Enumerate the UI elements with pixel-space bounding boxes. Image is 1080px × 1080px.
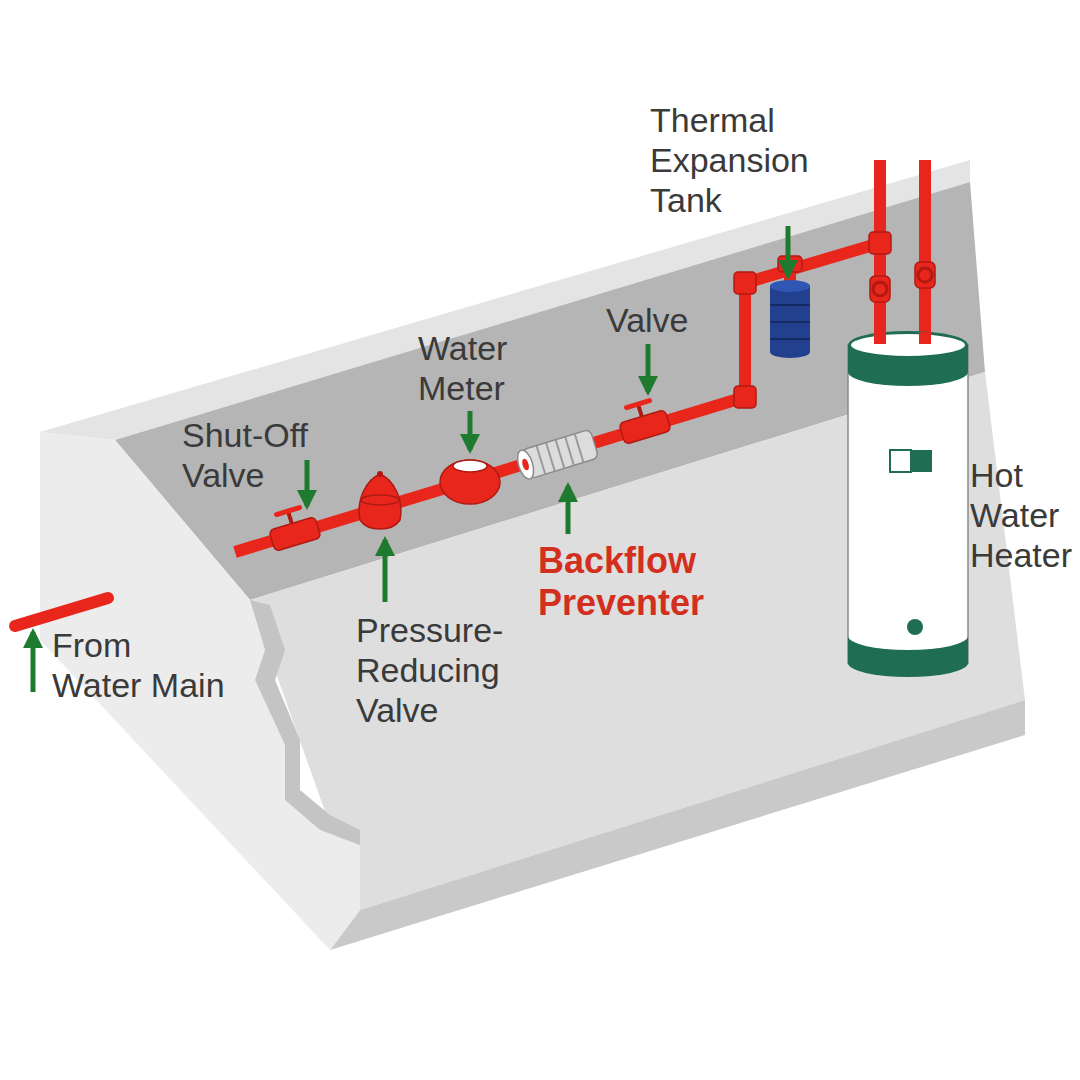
pipe-run	[235, 160, 925, 552]
foundation	[40, 160, 1025, 950]
shutoff-label: Shut-Off Valve	[182, 415, 322, 495]
expansion-tank	[770, 280, 810, 358]
gate-valve	[615, 397, 671, 445]
meter-label: Water Meter	[418, 328, 528, 408]
pressure-reducing-valve	[359, 471, 401, 529]
backflow-preventer	[514, 429, 598, 481]
tank-label: Thermal Expansion Tank	[650, 100, 822, 220]
backflow-label: Backflow Preventer	[538, 540, 720, 624]
main-label: From Water Main	[52, 625, 228, 705]
valve-label: Valve	[606, 300, 716, 340]
inlet-pipe	[15, 598, 108, 626]
heater-label: Hot Water Heater	[970, 455, 1074, 575]
water-meter	[440, 460, 500, 504]
water-heater	[848, 331, 968, 677]
prv-label: Pressure-Reducing Valve	[356, 610, 516, 730]
shut-off-valve	[265, 504, 321, 552]
